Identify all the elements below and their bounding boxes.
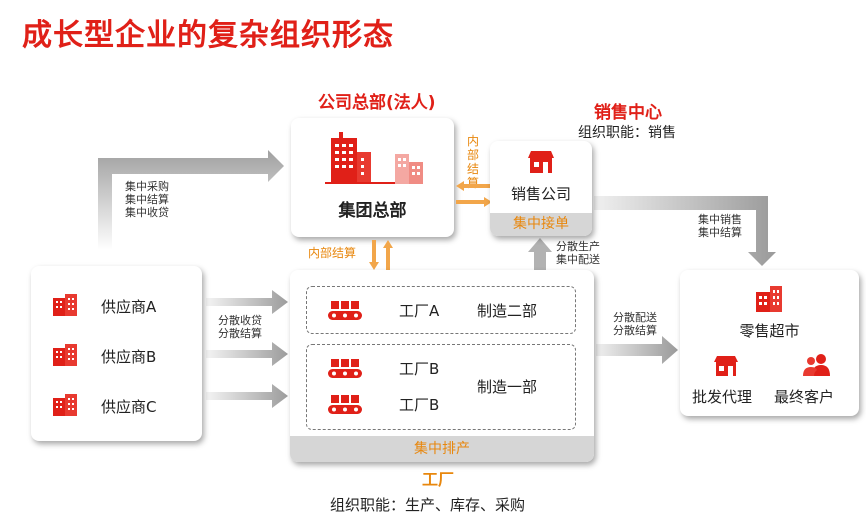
sales-company: 销售公司 — [510, 185, 571, 203]
factory-box: 工厂A 制造二部 工厂B 工厂B 制造一部 集中排产 — [290, 270, 594, 462]
label-line: 集中采购 — [125, 180, 169, 193]
hq-factory-arrows — [369, 240, 393, 270]
hq-sales-arrows — [456, 181, 492, 207]
suppliers-box: 供应商A 供应商B 供应商C — [31, 266, 202, 441]
sales-bar: 集中接单 — [490, 213, 592, 236]
label-line: 集中结算 — [698, 226, 742, 239]
factory-heading: 工厂 — [422, 470, 455, 489]
factory-bar: 集中排产 — [290, 436, 594, 462]
label-line: 分散收贷 — [218, 314, 262, 327]
hq-name: 集团总部 — [338, 201, 407, 221]
label-line: 集中收贷 — [125, 206, 169, 219]
retail-wholesale: 批发代理 — [692, 388, 753, 406]
sales-box: 销售公司 集中接单 — [490, 141, 592, 236]
retail-name: 零售超市 — [739, 322, 800, 340]
arrow-factory-sales — [528, 238, 552, 272]
label-char: 结 — [466, 162, 479, 176]
small-building-icon — [395, 154, 423, 184]
arrow-supplier-lower — [206, 342, 288, 366]
arrow-factory-retail — [596, 336, 678, 364]
shop-icon — [528, 151, 554, 173]
arrow-purchase — [98, 150, 284, 250]
supermarket-building-icon — [756, 286, 782, 312]
conveyor-icon — [328, 359, 362, 378]
retail-customer: 最终客户 — [774, 388, 835, 406]
dept-1: 制造一部 — [477, 378, 538, 396]
sales-heading: 销售中心 — [594, 103, 662, 123]
label-char: 部 — [466, 148, 479, 162]
supplier-building-icon — [53, 344, 77, 366]
label-sales-retail: 集中销售 集中结算 — [698, 213, 742, 239]
label-factory-sales: 分散生产 集中配送 — [556, 240, 600, 266]
retail-box: 零售超市 批发代理 最终客户 — [680, 270, 859, 416]
supplier-building-icon — [53, 294, 77, 316]
arrow-sales-retail — [594, 196, 776, 266]
conveyor-icon — [328, 301, 362, 320]
factory-b-1: 工厂B — [399, 360, 440, 378]
label-line: 集中结算 — [125, 193, 169, 206]
factory-function: 组织职能：生产、库存、采购 — [330, 496, 526, 514]
supplier-a: 供应商A — [101, 298, 157, 316]
label-factory-retail: 分散配送 分散结算 — [613, 311, 657, 337]
shop-icon — [714, 356, 738, 376]
label-line: 集中配送 — [556, 253, 600, 266]
arrow-supplier-bottom — [206, 384, 288, 408]
customers-icon — [803, 354, 830, 376]
supplier-building-icon — [53, 394, 77, 416]
label-top-left: 集中采购 集中结算 集中收贷 — [125, 180, 169, 219]
factory-b-2: 工厂B — [399, 396, 440, 414]
supplier-b: 供应商B — [101, 348, 157, 366]
sales-function: 组织职能：销售 — [578, 125, 676, 141]
supplier-c: 供应商C — [101, 398, 157, 416]
label-char: 内 — [466, 134, 479, 148]
label-line: 分散结算 — [218, 327, 262, 340]
page-title: 成长型企业的复杂组织形态 — [22, 18, 394, 53]
hq-box: 集团总部 — [291, 118, 454, 237]
conveyor-icon — [328, 395, 362, 414]
arrow-supplier-upper — [206, 290, 288, 314]
factory-a: 工厂A — [399, 302, 440, 320]
hq-factory-settlement-label: 内部结算 — [308, 246, 357, 260]
label-line: 集中销售 — [698, 213, 742, 226]
dept-2: 制造二部 — [477, 302, 538, 320]
label-line: 分散配送 — [613, 311, 657, 324]
factory-group-1: 工厂A 制造二部 — [306, 286, 576, 334]
factory-group-2: 工厂B 工厂B 制造一部 — [306, 344, 576, 430]
label-supplier-factory: 分散收贷 分散结算 — [218, 314, 262, 340]
label-line: 分散结算 — [613, 324, 657, 337]
hq-heading: 公司总部(法人) — [318, 93, 436, 113]
office-building-icon — [325, 132, 405, 184]
label-line: 分散生产 — [556, 240, 600, 253]
